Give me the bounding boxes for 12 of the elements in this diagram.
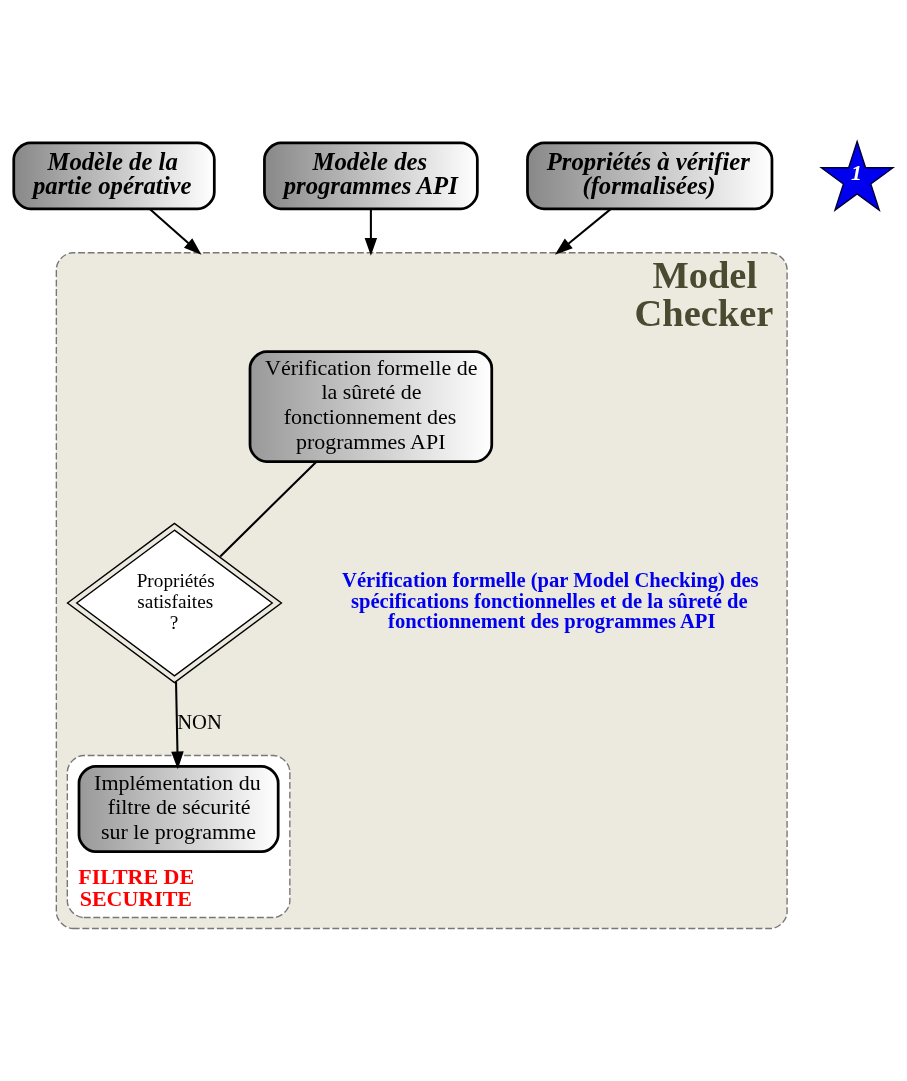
node-diamond: Propriétés satisfaites ? [66, 522, 283, 684]
node-box: Propriétés à vérifier (formalisées) [526, 141, 774, 211]
edge-label: NON [177, 711, 222, 734]
arrow [554, 208, 612, 255]
node-box: Implémentation du filtre de sécurité sur le programme [77, 765, 280, 853]
node-box: Modèle de la partie opérative [12, 141, 216, 211]
arrow [171, 681, 184, 770]
connector [219, 461, 317, 558]
node-box: Vérification formelle de la sûreté de fonctionnement des programmes API [248, 350, 494, 463]
node-box: Modèle des programmes API [263, 141, 479, 211]
arrow [149, 208, 202, 255]
arrow [364, 208, 378, 256]
